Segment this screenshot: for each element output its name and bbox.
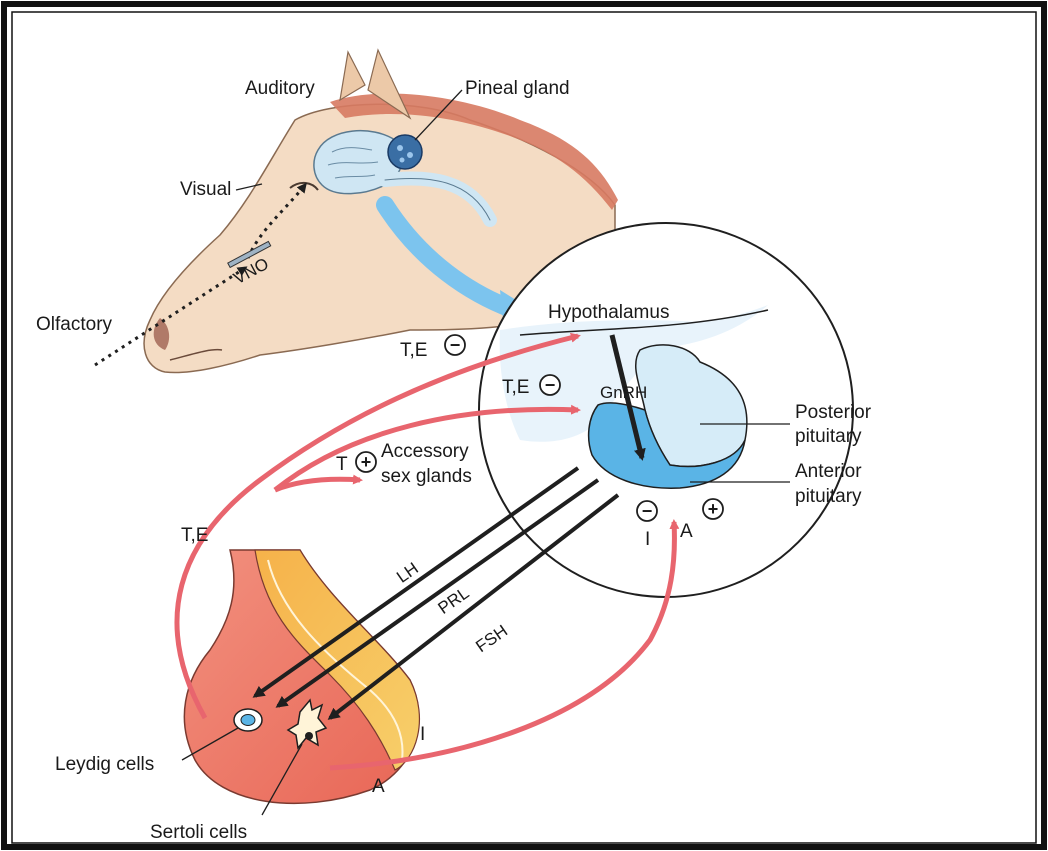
svg-text:+: +: [708, 499, 719, 519]
label-posterior-pituitary-1: Posterior: [795, 402, 872, 423]
svg-text:+: +: [361, 452, 372, 472]
minus-sign-inhibin: −: [637, 501, 657, 521]
svg-text:−: −: [545, 375, 556, 395]
label-pineal-gland: Pineal gland: [465, 78, 570, 99]
label-inhibin-testis: I: [420, 724, 425, 745]
minus-sign-te-middle: −: [540, 375, 560, 395]
label-te-left: T,E: [181, 525, 208, 546]
label-activin-right: A: [680, 521, 693, 542]
label-gnrh: GnRH: [600, 383, 647, 402]
label-fsh: FSH: [472, 621, 511, 656]
label-anterior-pituitary-2: pituitary: [795, 486, 862, 507]
label-auditory: Auditory: [245, 78, 315, 99]
label-te-middle: T,E: [502, 377, 529, 398]
label-accessory-2: sex glands: [381, 466, 472, 487]
label-accessory-1: Accessory: [381, 441, 469, 462]
minus-sign-te-upper: −: [445, 335, 465, 355]
plus-sign-accessory: +: [356, 452, 376, 472]
svg-text:−: −: [450, 335, 461, 355]
label-hypothalamus: Hypothalamus: [548, 302, 669, 323]
label-visual: Visual: [180, 179, 231, 200]
label-posterior-pituitary-2: pituitary: [795, 426, 862, 447]
horse-ear: [340, 52, 365, 100]
label-inhibin-right: I: [645, 529, 650, 550]
label-leydig-cells: Leydig cells: [55, 754, 154, 775]
plus-sign-activin: +: [703, 499, 723, 519]
fsh-line: [330, 495, 618, 718]
svg-text:−: −: [642, 501, 653, 521]
pineal-gland: [388, 135, 422, 169]
label-t-accessory: T: [336, 454, 348, 475]
label-activin-testis: A: [372, 776, 385, 797]
label-sertoli-cells: Sertoli cells: [150, 822, 247, 843]
label-anterior-pituitary-1: Anterior: [795, 461, 862, 482]
label-te-upper: T,E: [400, 340, 427, 361]
label-olfactory: Olfactory: [36, 314, 113, 335]
